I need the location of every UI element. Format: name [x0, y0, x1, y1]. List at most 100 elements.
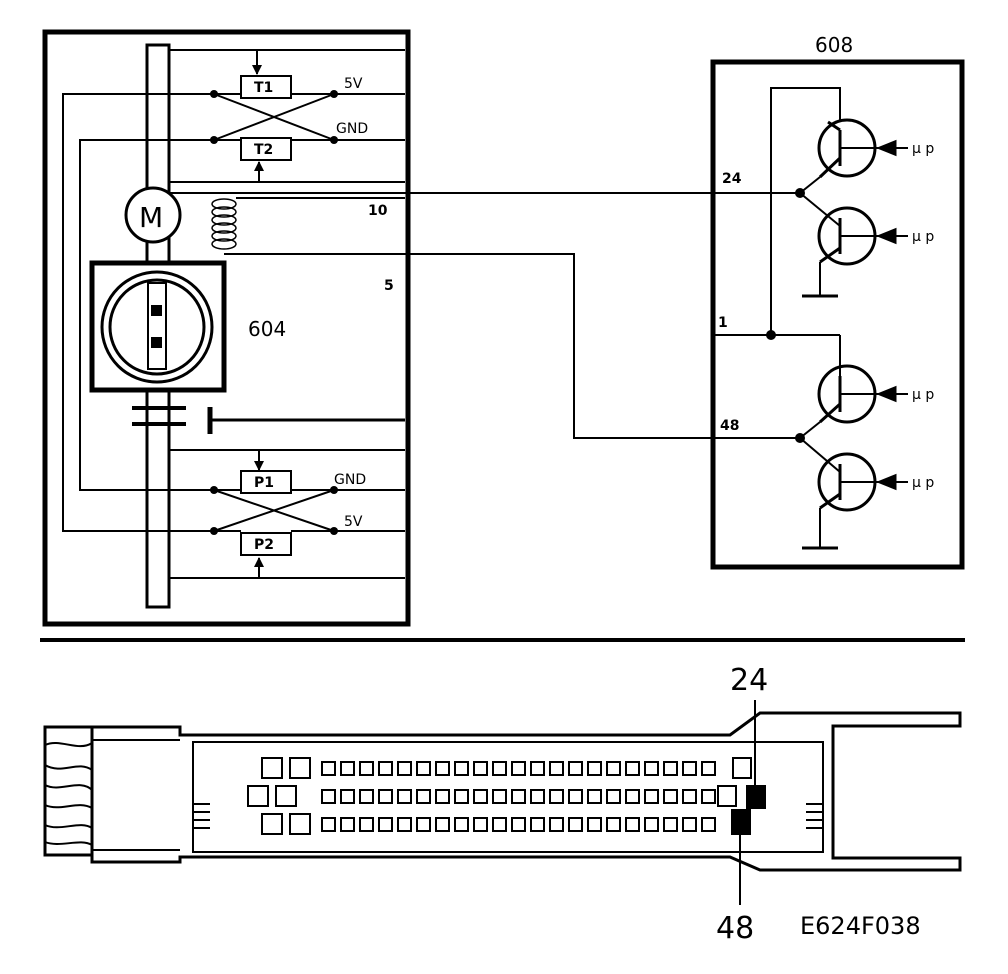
connector-pin [492, 761, 507, 776]
connector-pin [340, 789, 355, 804]
connector-cavity [247, 785, 269, 807]
pin-1-label: 1 [718, 315, 728, 331]
connector-pin [454, 789, 469, 804]
junction-dot [330, 527, 338, 535]
connector-cavity [732, 757, 752, 779]
connector-pin [587, 817, 602, 832]
connector-pin [682, 761, 697, 776]
mu-p-label: µ p [912, 475, 934, 491]
connector-pin [340, 761, 355, 776]
resistor-p1 [240, 470, 292, 494]
connector-cavity [261, 813, 283, 835]
connector-pin [606, 817, 621, 832]
figure-code-label: E624F038 [800, 912, 921, 940]
connector-pin [530, 789, 545, 804]
wire-left-inner [79, 139, 214, 491]
transistor [799, 335, 908, 439]
actuator-604 [42, 29, 411, 627]
connector-pin [359, 789, 374, 804]
transistor [799, 437, 908, 550]
connector-cavity [717, 785, 737, 807]
harness-wires [169, 192, 800, 439]
connector-pin [378, 817, 393, 832]
connector-pin [378, 761, 393, 776]
connector-pin [682, 817, 697, 832]
connector-pin [625, 817, 640, 832]
connector-pin [511, 789, 526, 804]
connector-pin [492, 789, 507, 804]
motor-symbol [124, 186, 182, 244]
connector-pin [454, 817, 469, 832]
coil-icon [211, 198, 237, 250]
ecu-frame [710, 59, 965, 570]
connector-pin [701, 817, 716, 832]
junction-dot [210, 527, 218, 535]
connector-pin [644, 789, 659, 804]
connector-pin [473, 817, 488, 832]
connector-pin [701, 761, 716, 776]
5v-top-label: 5V [344, 76, 363, 92]
connector-pin [416, 817, 431, 832]
transistor [799, 118, 908, 194]
connector-pin [321, 789, 336, 804]
connector-pin [625, 789, 640, 804]
t2-label: T2 [254, 142, 273, 158]
connector-pin [701, 789, 716, 804]
connector-pin [435, 817, 450, 832]
mu-p-label: µ p [912, 141, 934, 157]
gnd-bottom-label: GND [334, 472, 366, 488]
connector-pin [397, 789, 412, 804]
junction-dot [766, 330, 776, 340]
connector-pin [549, 761, 564, 776]
junction-dot [330, 486, 338, 494]
connector-cavity [261, 757, 283, 779]
connector-pin [397, 761, 412, 776]
connector-pin [644, 817, 659, 832]
connector-pin [682, 789, 697, 804]
junction-dot [210, 486, 218, 494]
connector-pin [340, 817, 355, 832]
connector-pin [568, 817, 583, 832]
connector-pin [359, 817, 374, 832]
connector-pin [435, 789, 450, 804]
connector-pin [416, 761, 431, 776]
connector-pin [359, 761, 374, 776]
connector-pin [530, 817, 545, 832]
connector-cavity [275, 785, 297, 807]
connector-cavity [289, 813, 311, 835]
connector-pin [321, 761, 336, 776]
mu-p-label: µ p [912, 387, 934, 403]
gnd-top-label: GND [336, 121, 368, 137]
pin-24-connector-label: 24 [730, 663, 768, 698]
connector-pin [663, 789, 678, 804]
connector-pin [492, 817, 507, 832]
resistor-t2 [240, 137, 292, 161]
connector-pin [644, 761, 659, 776]
motor-label: M [139, 201, 163, 234]
connector-pin [606, 761, 621, 776]
resistor-p2 [240, 532, 292, 556]
connector-pin [587, 761, 602, 776]
resistor-t1 [240, 75, 292, 99]
connector-pin [397, 817, 412, 832]
actuator-frame [42, 29, 411, 627]
junction-dot [330, 136, 338, 144]
pin-48-schematic-label: 48 [720, 418, 739, 434]
ecu-608 [710, 59, 965, 570]
connector-pin [435, 761, 450, 776]
connector-pin [549, 817, 564, 832]
junction-dot [210, 90, 218, 98]
connector-cavity [289, 757, 311, 779]
connector-pin [378, 789, 393, 804]
connector-face [192, 741, 824, 853]
actuator-number-label: 604 [248, 317, 286, 341]
wire-pin-48 [224, 253, 800, 439]
connector-pin [511, 761, 526, 776]
5v-bottom-label: 5V [344, 514, 363, 530]
junction-dot [210, 136, 218, 144]
transistor [799, 192, 908, 298]
connector-pin [454, 761, 469, 776]
connector-pin [473, 789, 488, 804]
connector-pin [568, 761, 583, 776]
